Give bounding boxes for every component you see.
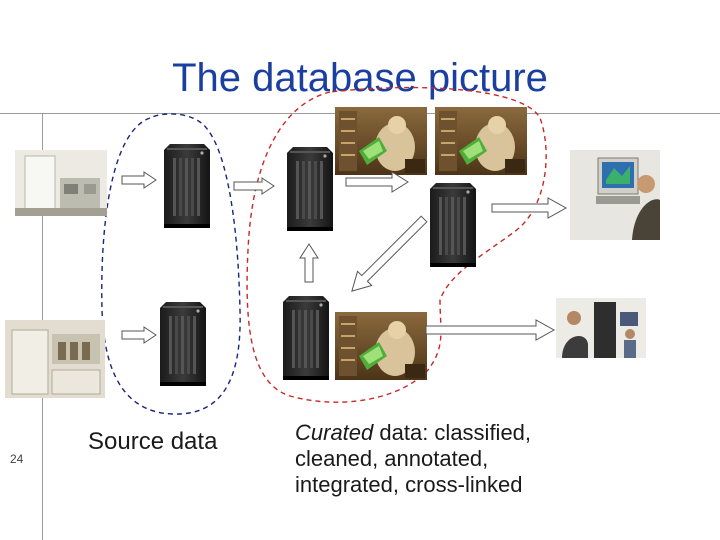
curated-emphasis: Curated — [295, 420, 374, 445]
arrow-icon — [121, 171, 157, 189]
user-at-workstation-image — [556, 298, 646, 358]
server-tower-icon — [283, 296, 329, 380]
user-at-workstation-image — [570, 150, 660, 240]
scholar-at-desk-image — [335, 312, 427, 380]
server-tower-icon — [430, 183, 476, 267]
arrow-icon — [351, 215, 428, 292]
curated-description: data: classified, cleaned, annotated, in… — [295, 420, 532, 497]
source-group-outline — [101, 113, 241, 415]
curated-group-outline — [246, 86, 547, 403]
lab-instrument-image — [5, 320, 105, 398]
arrow-icon — [299, 243, 319, 283]
arrow-icon — [121, 326, 157, 344]
server-tower-icon — [160, 302, 206, 386]
scholar-at-desk-image — [435, 107, 527, 175]
source-data-caption: Source data — [88, 428, 218, 455]
curated-data-caption: Curated data: classified, cleaned, annot… — [295, 420, 595, 498]
server-tower-icon — [287, 147, 333, 231]
scholar-at-desk-image — [335, 107, 427, 175]
arrow-icon — [233, 177, 275, 195]
arrow-icon — [425, 319, 556, 341]
server-tower-icon — [164, 144, 210, 228]
lab-instrument-image — [15, 150, 107, 216]
page-number: 24 — [10, 452, 24, 466]
arrow-icon — [345, 171, 409, 193]
arrow-icon — [491, 197, 568, 219]
